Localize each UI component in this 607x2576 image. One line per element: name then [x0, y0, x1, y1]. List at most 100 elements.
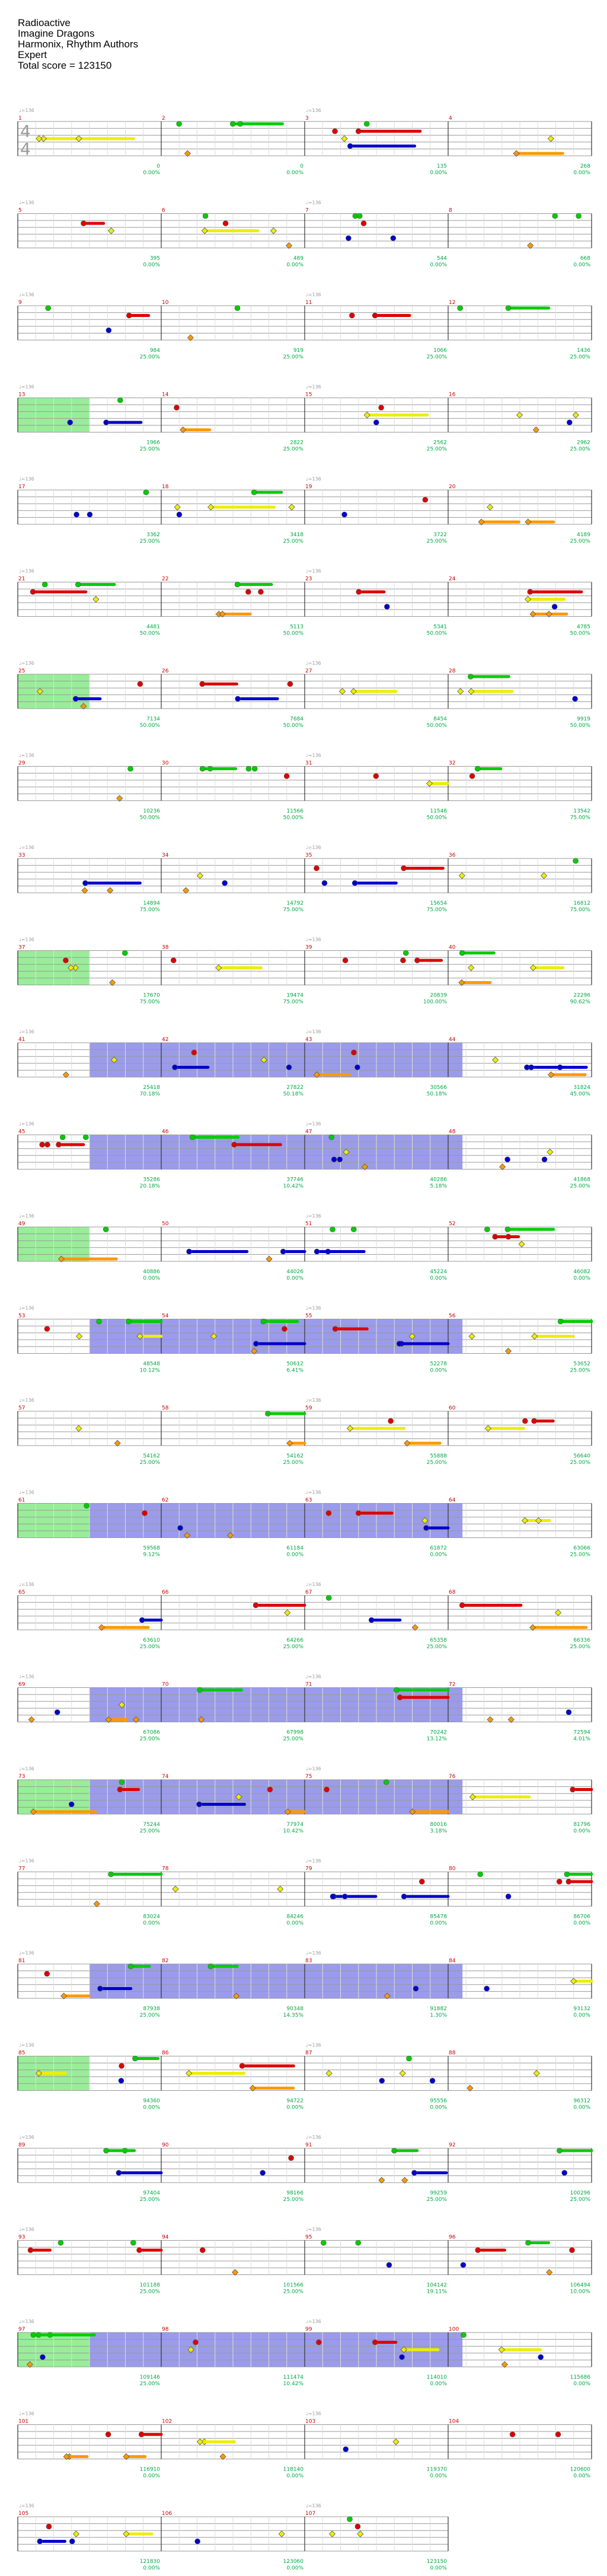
- measure-score: 395: [150, 256, 160, 262]
- note-gem: [72, 964, 79, 972]
- measure-multiplier: 0.00%: [430, 1921, 447, 1927]
- bpm-marker: ♩=136: [19, 1674, 34, 1680]
- note-gem: [356, 589, 362, 595]
- bpm-marker: ♩=136: [306, 845, 321, 850]
- note-gem: [509, 2431, 516, 2437]
- measure-number: 89: [18, 2142, 25, 2148]
- measure-multiplier: 25.00%: [570, 1460, 591, 1466]
- bpm-marker: ♩=136: [19, 200, 34, 206]
- note-gem: [253, 1602, 259, 1609]
- measure-score: 668: [580, 256, 590, 262]
- measure-multiplier: 0.00%: [573, 2013, 590, 2018]
- bpm-marker: ♩=136: [19, 2135, 34, 2140]
- note-gem: [468, 688, 475, 695]
- measure-number: 1: [18, 116, 22, 121]
- star-power-section: [90, 2333, 463, 2367]
- note-gem: [397, 1694, 403, 1700]
- note-gem: [341, 511, 347, 518]
- note-gem: [321, 2239, 327, 2246]
- bpm-marker: ♩=136: [306, 108, 321, 113]
- note-gem: [81, 220, 87, 226]
- bpm-marker: ♩=136: [306, 1122, 321, 1127]
- measure-number: 90: [162, 2142, 169, 2148]
- measure-score: 41868: [573, 1177, 590, 1183]
- measure-multiplier: 0.00%: [430, 2474, 447, 2479]
- measure-score: 114010: [427, 2375, 448, 2380]
- note-gem: [400, 957, 406, 963]
- measure-multiplier: 25.00%: [140, 354, 161, 360]
- note-gem: [63, 2453, 70, 2460]
- measure-number: 52: [449, 1221, 455, 1227]
- measure-number: 8: [449, 208, 452, 214]
- chart-row: [17, 765, 592, 802]
- note-gem: [235, 1793, 242, 1800]
- note-gem: [186, 1248, 192, 1255]
- note-gem: [576, 213, 582, 219]
- measure-multiplier: 25.00%: [140, 539, 161, 544]
- measure-number: 72: [449, 1682, 455, 1688]
- measure-score: 95556: [430, 2098, 447, 2104]
- measure-score: 121830: [140, 2559, 161, 2565]
- note-gem: [280, 1248, 286, 1255]
- measure-score: 94360: [143, 2098, 160, 2104]
- measure-multiplier: 0.00%: [143, 1276, 160, 1281]
- measure-number: 19: [305, 484, 312, 490]
- note-gem: [176, 511, 183, 518]
- chart-row: [17, 1871, 593, 1908]
- note-gem: [126, 1318, 132, 1325]
- note-gem: [570, 1786, 576, 1793]
- measure-multiplier: 75.00%: [570, 907, 591, 913]
- note-gem: [232, 2269, 239, 2276]
- measure-multiplier: 25.00%: [140, 1828, 161, 1834]
- note-gem: [477, 1871, 483, 1877]
- measure-score: 63066: [573, 1546, 590, 1552]
- measure-multiplier: 0.00%: [143, 262, 160, 268]
- measure-number: 74: [162, 1774, 169, 1780]
- note-gem: [350, 688, 357, 695]
- note-gem: [284, 1609, 291, 1616]
- measure-multiplier: 50.00%: [283, 723, 304, 729]
- measure-number: 80: [449, 1866, 456, 1872]
- measure-score: 1436: [577, 348, 590, 354]
- note-gem: [119, 1779, 125, 1785]
- note-gem: [570, 1978, 577, 1985]
- measure-score: 119370: [427, 2467, 448, 2473]
- measure-score: 48548: [143, 1361, 160, 1367]
- measure-score: 99259: [430, 2190, 447, 2196]
- measure-score: 83024: [143, 1914, 160, 1920]
- note-gem: [499, 1163, 506, 1171]
- measure-score: 16812: [573, 901, 590, 906]
- note-gem: [505, 1893, 512, 1899]
- measure-multiplier: 70.18%: [140, 1091, 161, 1097]
- measure-score: 0: [156, 164, 160, 169]
- measure-multiplier: 0.00%: [573, 2381, 590, 2387]
- measure-number: 30: [162, 761, 169, 767]
- note-gem: [401, 2177, 408, 2184]
- note-gem: [478, 518, 485, 526]
- chart-row: [17, 858, 592, 894]
- measure-number: 61: [18, 1498, 25, 1504]
- measure-score: 11566: [286, 809, 304, 815]
- note-gem: [504, 1226, 511, 1232]
- measure-number: 67: [305, 1590, 312, 1595]
- note-gem: [458, 979, 465, 986]
- note-gem: [541, 872, 548, 879]
- note-gem: [346, 1425, 354, 1432]
- measure-score: 118140: [283, 2467, 304, 2473]
- chart-row: [17, 489, 592, 526]
- measure-score: 50612: [286, 1361, 304, 1367]
- measure-number: 12: [449, 300, 455, 306]
- measure-score: 20839: [430, 993, 447, 999]
- bpm-marker: ♩=136: [19, 1306, 34, 1311]
- note-gem: [484, 1985, 490, 1992]
- bpm-marker: ♩=136: [306, 1213, 321, 1219]
- measure-multiplier: 50.00%: [140, 631, 161, 637]
- measure-number: 35: [305, 853, 312, 858]
- measure-score: 54162: [143, 1453, 160, 1459]
- measure-score: 10236: [143, 809, 160, 815]
- measure-multiplier: 0.00%: [143, 2105, 160, 2111]
- bpm-marker: ♩=136: [19, 2043, 34, 2048]
- measure-number: 2: [162, 116, 165, 121]
- note-gem: [524, 595, 532, 603]
